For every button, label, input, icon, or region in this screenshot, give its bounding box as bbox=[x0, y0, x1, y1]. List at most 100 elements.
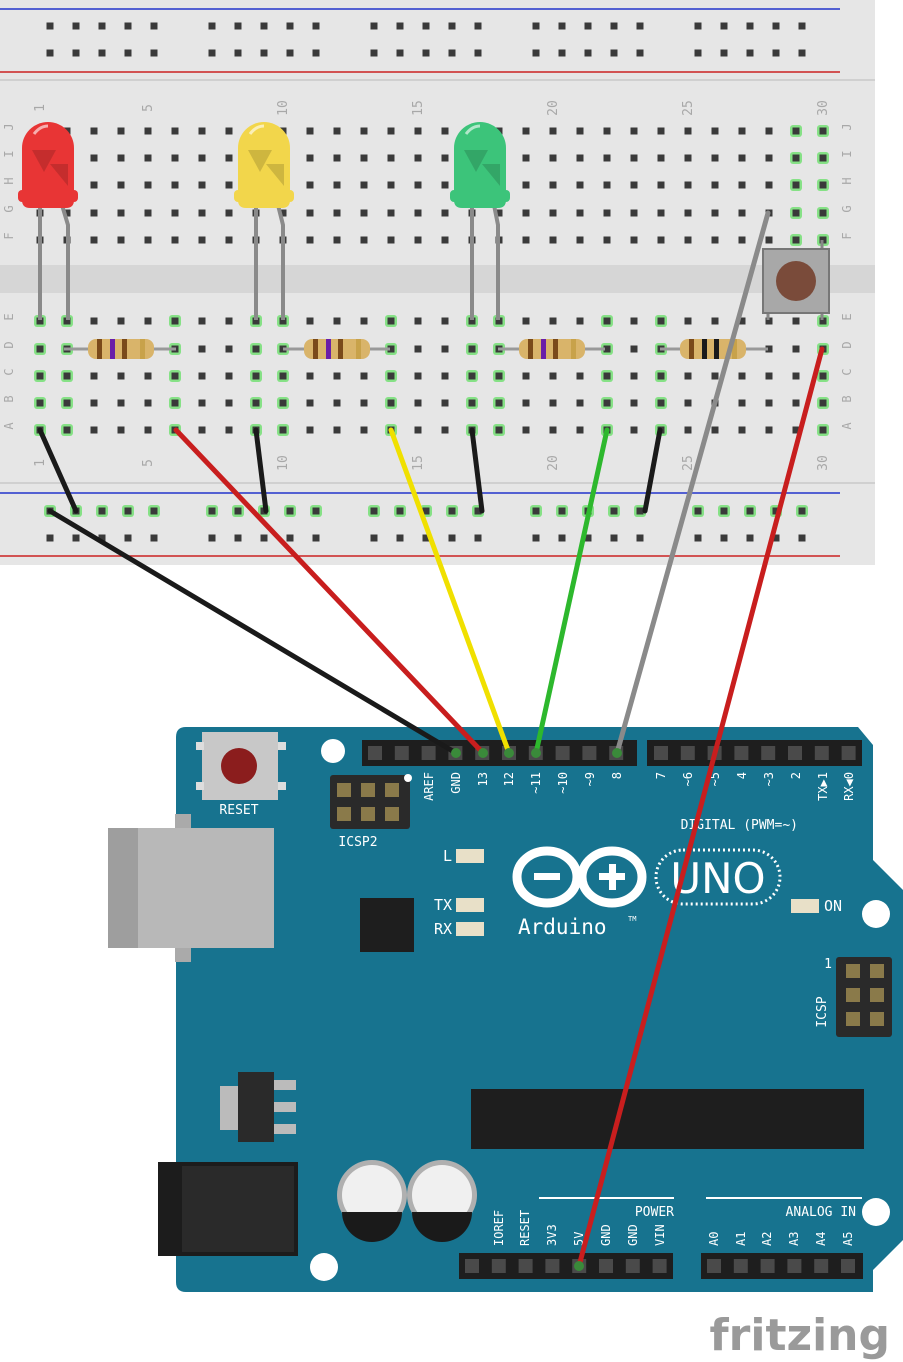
breadboard-hole bbox=[286, 22, 294, 30]
breadboard-hole bbox=[765, 399, 773, 407]
power-header bbox=[459, 1253, 673, 1279]
breadboard-hole bbox=[630, 181, 638, 189]
breadboard-hole bbox=[466, 343, 478, 355]
breadboard-hole bbox=[684, 209, 692, 217]
breadboard-hole bbox=[360, 236, 368, 244]
row-letter: I bbox=[840, 150, 854, 157]
header-pin bbox=[582, 746, 597, 760]
header-pin bbox=[368, 746, 382, 760]
pushbutton bbox=[762, 240, 830, 320]
digital-pin-label: ~6 bbox=[681, 772, 695, 786]
breadboard-hole bbox=[532, 49, 540, 57]
power-pin-label: RESET bbox=[518, 1210, 532, 1246]
breadboard-hole bbox=[117, 181, 125, 189]
breadboard-hole bbox=[34, 343, 46, 355]
breadboard-hole bbox=[198, 345, 206, 353]
breadboard-hole bbox=[446, 505, 458, 517]
breadboard-hole bbox=[532, 22, 540, 30]
breadboard-hole bbox=[711, 209, 719, 217]
digital-pin-label: 12 bbox=[502, 772, 516, 786]
icsp2-label: ICSP2 bbox=[338, 835, 377, 850]
breadboard-hole bbox=[370, 534, 378, 542]
breadboard-hole bbox=[396, 534, 404, 542]
breadboard-hole bbox=[370, 49, 378, 57]
header-pin bbox=[625, 1259, 640, 1273]
breadboard-hole bbox=[34, 397, 46, 409]
breadboard-hole bbox=[601, 370, 613, 382]
capacitor bbox=[407, 1160, 477, 1242]
row-letter: C bbox=[2, 368, 16, 375]
power-pin-label: GND bbox=[626, 1224, 640, 1246]
breadboard-hole bbox=[225, 181, 233, 189]
breadboard-hole bbox=[385, 315, 397, 327]
row-letter: B bbox=[2, 395, 16, 402]
breadboard-hole bbox=[171, 181, 179, 189]
power-label: POWER bbox=[635, 1205, 674, 1220]
power-pin-label: 3V3 bbox=[545, 1224, 559, 1246]
column-number: 10 bbox=[276, 455, 291, 471]
breadboard-hole bbox=[765, 236, 773, 244]
breadboard-hole bbox=[90, 209, 98, 217]
breadboard-hole bbox=[225, 154, 233, 162]
breadboard-hole bbox=[493, 397, 505, 409]
breadboard-hole bbox=[234, 22, 242, 30]
breadboard-hole bbox=[122, 505, 134, 517]
analog-pin-label: A1 bbox=[734, 1232, 748, 1246]
header-pin bbox=[707, 1259, 721, 1273]
breadboard-hole bbox=[549, 181, 557, 189]
breadboard-hole bbox=[414, 127, 422, 135]
breadboard-hole bbox=[556, 505, 568, 517]
wire-pin13 bbox=[173, 427, 486, 756]
breadboard-hole bbox=[608, 505, 620, 517]
breadboard-hole bbox=[225, 127, 233, 135]
breadboard-hole bbox=[636, 534, 644, 542]
breadboard-hole bbox=[225, 236, 233, 244]
breadboard-hole bbox=[522, 127, 530, 135]
breadboard-hole bbox=[414, 236, 422, 244]
breadboard-hole bbox=[466, 397, 478, 409]
icsp-pin bbox=[870, 1012, 884, 1026]
breadboard-hole bbox=[576, 181, 584, 189]
breadboard-hole bbox=[61, 370, 73, 382]
breadboard-hole bbox=[684, 372, 692, 380]
breadboard-hole bbox=[306, 181, 314, 189]
breadboard-hole bbox=[396, 49, 404, 57]
breadboard-hole bbox=[144, 236, 152, 244]
breadboard-hole bbox=[98, 22, 106, 30]
power-pin-label: VIN bbox=[653, 1224, 667, 1246]
led-rx-label: RX bbox=[434, 920, 452, 938]
icsp-pin bbox=[870, 964, 884, 978]
breadboard-hole bbox=[532, 534, 540, 542]
breadboard-hole bbox=[558, 49, 566, 57]
breadboard-hole bbox=[124, 534, 132, 542]
icsp-pin bbox=[870, 988, 884, 1002]
breadboard-hole bbox=[61, 397, 73, 409]
breadboard-hole bbox=[234, 49, 242, 57]
header-pin bbox=[465, 1259, 479, 1273]
breadboard-hole bbox=[286, 49, 294, 57]
digital-pin-label: AREF bbox=[422, 772, 436, 801]
breadboard-hole bbox=[576, 426, 584, 434]
breadboard-hole bbox=[576, 127, 584, 135]
breadboard-hole bbox=[117, 209, 125, 217]
breadboard-hole bbox=[360, 154, 368, 162]
breadboard-hole bbox=[603, 154, 611, 162]
breadboard-hole bbox=[792, 317, 800, 325]
column-number: 5 bbox=[141, 459, 156, 467]
arduino-logo bbox=[512, 846, 647, 908]
breadboard-hole bbox=[549, 372, 557, 380]
breadboard-hole bbox=[198, 181, 206, 189]
header-pin bbox=[421, 746, 436, 760]
breadboard-hole bbox=[684, 154, 692, 162]
breadboard-hole bbox=[422, 22, 430, 30]
breadboard-hole bbox=[817, 424, 829, 436]
wire-gnd bbox=[47, 508, 459, 756]
breadboard-hole bbox=[225, 372, 233, 380]
breadboard-hole bbox=[601, 315, 613, 327]
row-letter: A bbox=[2, 422, 16, 430]
breadboard-hole bbox=[225, 345, 233, 353]
breadboard-hole bbox=[738, 372, 746, 380]
breadboard-hole bbox=[208, 22, 216, 30]
breadboard-hole bbox=[90, 399, 98, 407]
digital-pin-label: ~10 bbox=[556, 772, 570, 794]
